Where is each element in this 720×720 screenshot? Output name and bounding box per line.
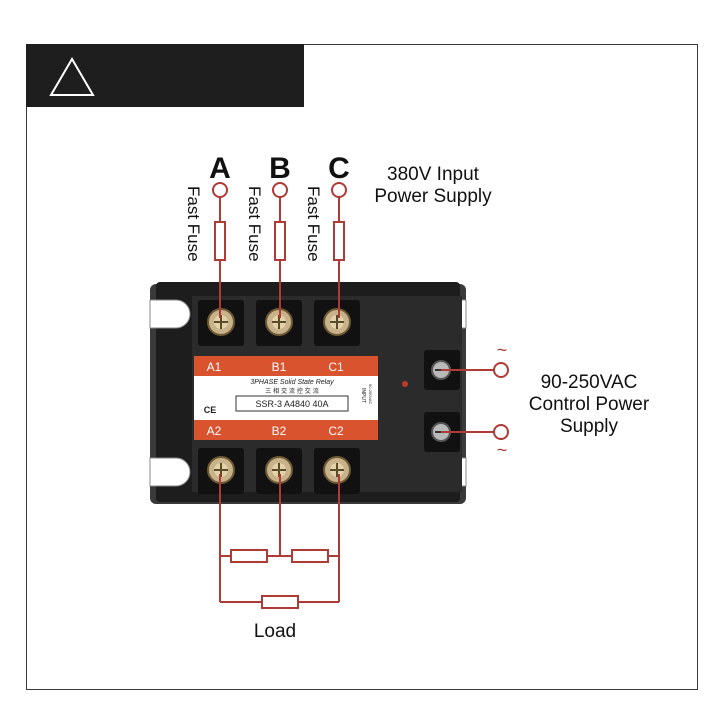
control-label-line3: Supply xyxy=(560,416,619,437)
relay-input-tag: INPUT xyxy=(360,388,366,403)
relay-subtitle: 三 相 交 流 控 交 流 xyxy=(265,387,318,395)
warning-triangle-icon xyxy=(49,57,95,96)
terminal-b1-label: B1 xyxy=(272,360,287,374)
phase-a-letter: A xyxy=(209,152,231,185)
control-wires xyxy=(441,362,509,440)
terminal-c1-label: C1 xyxy=(328,360,344,374)
terminal-c2-label: C2 xyxy=(328,424,344,438)
header-bar xyxy=(26,44,304,107)
ce-mark: CE xyxy=(204,405,217,415)
terminal-a1-label: A1 xyxy=(207,360,222,374)
ac-symbol-2: ~ xyxy=(497,440,508,460)
terminal-b2-label: B2 xyxy=(272,424,287,438)
diagram-frame xyxy=(26,44,698,690)
relay-label-plate xyxy=(194,356,378,440)
terminal-a2-label: A2 xyxy=(207,424,222,438)
ac-symbol-1: ~ xyxy=(497,340,508,360)
phase-b-letter: B xyxy=(269,152,291,185)
relay-input-range: 90-250VAC xyxy=(368,384,373,404)
fuse-c-label: Fast Fuse xyxy=(304,186,323,262)
screw-c1 xyxy=(323,308,351,336)
screw-b1 xyxy=(265,308,293,336)
screw-a2 xyxy=(207,456,235,484)
control-label-line2: Control Power xyxy=(529,394,650,415)
fuse-b-label: Fast Fuse xyxy=(245,186,264,262)
input-label-line2: Power Supply xyxy=(374,186,492,207)
phase-c-letter: C xyxy=(328,152,350,185)
input-wires xyxy=(212,182,347,318)
screw-c2 xyxy=(323,456,351,484)
screw-b2 xyxy=(265,456,293,484)
load-label: Load xyxy=(254,621,296,642)
status-led xyxy=(402,381,408,387)
control-label-line1: 90-250VAC xyxy=(541,372,638,393)
relay-model: SSR-3 A4840 40A xyxy=(255,399,328,409)
load-wires xyxy=(219,474,340,609)
input-label-line1: 380V Input xyxy=(387,164,480,185)
fuse-a-label: Fast Fuse xyxy=(184,186,203,262)
relay-title: 3PHASE Solid State Relay xyxy=(250,379,334,386)
